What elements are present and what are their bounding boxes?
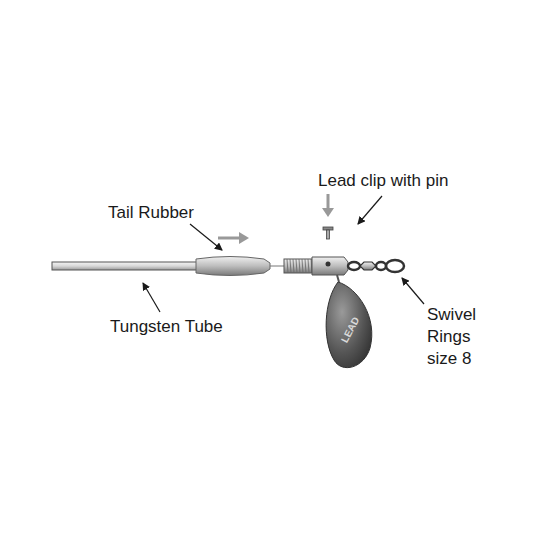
part-label: Lead clip with pin bbox=[318, 170, 518, 192]
part-label: Tail Rubber bbox=[108, 202, 238, 224]
part-label: Tungsten Tube bbox=[110, 316, 270, 338]
part-label: Swivel Rings size 8 bbox=[427, 304, 497, 370]
